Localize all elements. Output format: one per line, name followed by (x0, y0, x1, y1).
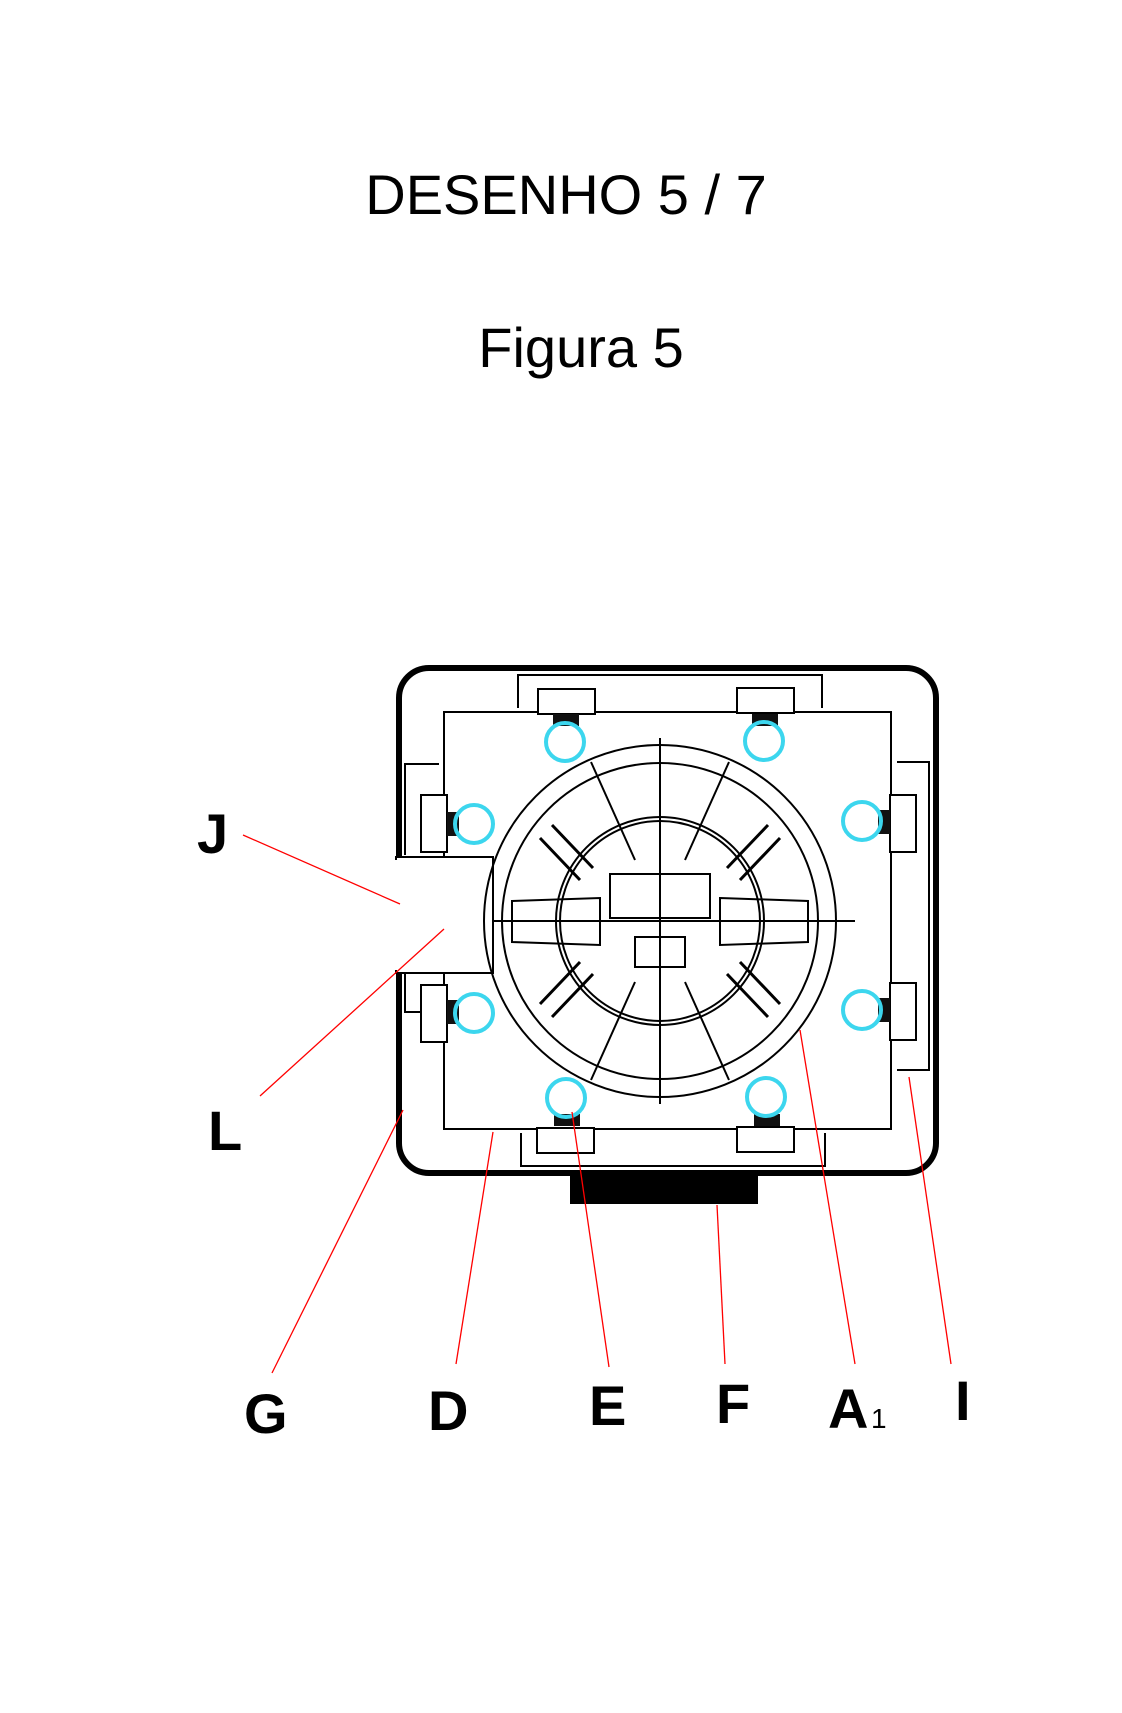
label-i: I (955, 1369, 971, 1432)
label-d: D (428, 1379, 468, 1442)
connector-block (570, 1170, 758, 1204)
leader-lines (242, 834, 952, 1374)
sheet-number: DESENHO 5 / 7 (365, 163, 767, 226)
label-e: E (589, 1374, 626, 1437)
mount-brackets (404, 674, 930, 1167)
label-l: L (208, 1099, 242, 1162)
label-g: G (244, 1382, 288, 1445)
label-a-subscript: 1 (871, 1403, 887, 1434)
access-notch (395, 856, 494, 974)
label-a: A (828, 1377, 868, 1440)
rotor-assembly (483, 738, 855, 1104)
sensor-rings (453, 720, 883, 1119)
label-j: J (197, 802, 228, 865)
label-f: F (716, 1372, 750, 1435)
figure-title: Figura 5 (478, 316, 684, 379)
